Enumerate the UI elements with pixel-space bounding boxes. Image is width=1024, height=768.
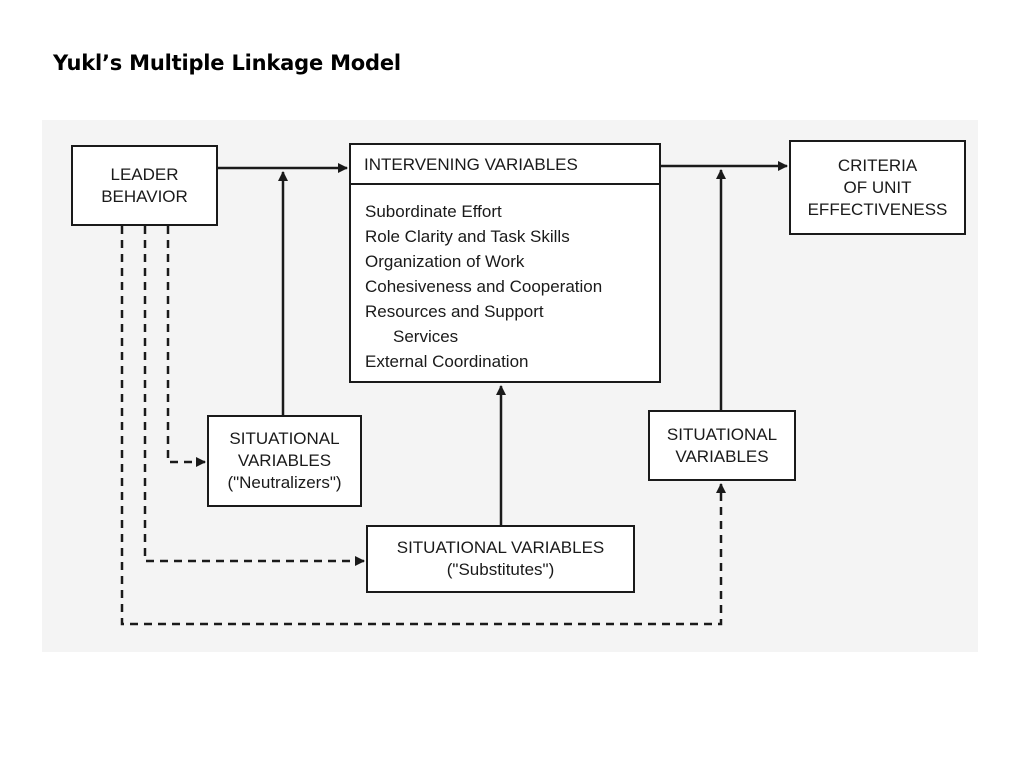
situational-neutralizers-box: SITUATIONAL VARIABLES ("Neutralizers") [207, 415, 362, 507]
list-item: Subordinate Effort [365, 202, 502, 221]
list-item: Organization of Work [365, 252, 525, 271]
list-item: Role Clarity and Task Skills [365, 227, 570, 246]
intervening-variables-list: Subordinate Effort Role Clarity and Task… [351, 185, 659, 374]
substitutes-line-2: ("Substitutes") [446, 560, 555, 579]
criteria-line-2: OF UNIT [843, 177, 912, 197]
situational-right-line-2: VARIABLES [675, 446, 769, 466]
leader-behavior-line-1: LEADER [110, 164, 179, 184]
criteria-line-3: EFFECTIVENESS [807, 199, 948, 219]
criteria-line-1: CRITERIA [837, 155, 918, 175]
list-item: Services [393, 327, 459, 346]
substitutes-line-1: SITUATIONAL VARIABLES [396, 538, 605, 557]
neutralizers-line-1: SITUATIONAL [229, 429, 340, 448]
neutralizers-line-3: ("Neutralizers") [227, 473, 342, 492]
leader-behavior-box: LEADER BEHAVIOR [71, 145, 218, 226]
intervening-variables-box: INTERVENING VARIABLES Subordinate Effort… [349, 143, 661, 383]
situational-substitutes-box: SITUATIONAL VARIABLES ("Substitutes") [366, 525, 635, 593]
dashed-leader-to-neutralizers [166, 226, 206, 467]
list-item: Cohesiveness and Cooperation [365, 277, 603, 296]
situational-right-line-1: SITUATIONAL [666, 424, 778, 444]
criteria-box: CRITERIA OF UNIT EFFECTIVENESS [789, 140, 966, 235]
neutralizers-line-2: VARIABLES [237, 451, 332, 470]
list-item: Resources and Support [365, 302, 544, 321]
list-item: External Coordination [365, 352, 529, 371]
situational-variables-right-box: SITUATIONAL VARIABLES [648, 410, 796, 481]
leader-behavior-line-2: BEHAVIOR [101, 186, 188, 206]
intervening-variables-heading: INTERVENING VARIABLES [351, 145, 659, 185]
dashed-leader-to-substitutes [143, 226, 365, 566]
slide-title: Yukl’s Multiple Linkage Model [53, 51, 401, 75]
dashed-leader-to-situational-right [120, 226, 726, 626]
